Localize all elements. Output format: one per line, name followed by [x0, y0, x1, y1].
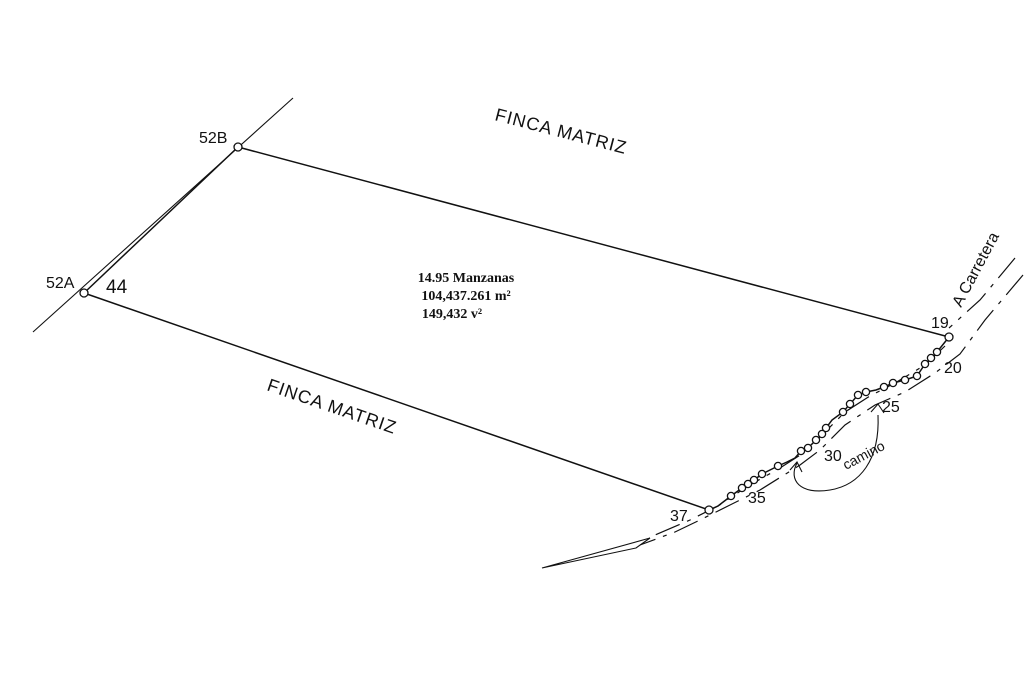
vertex-marker [845, 399, 855, 409]
vertex-marker [821, 423, 831, 433]
vertex-19-marker [944, 332, 954, 342]
vertex-52b-marker [233, 142, 243, 152]
vertex-marker [932, 347, 942, 357]
road-edge-upper [948, 257, 1016, 329]
vertex-marker [853, 390, 863, 400]
point-label-20: 20 [944, 360, 962, 377]
vertex-marker [838, 407, 848, 417]
edge-52a-37 [83, 292, 710, 511]
vertex-marker [749, 475, 759, 485]
vertex-37-marker [704, 505, 714, 515]
point-label-19: 19 [931, 315, 949, 332]
road-edge-lower [639, 274, 1024, 546]
vertex-marker [900, 375, 910, 385]
area-square-varas: 149,432 v² [422, 307, 482, 322]
vertex-marker [879, 382, 889, 392]
vertex-marker [811, 435, 821, 445]
edge-52a-52b [83, 146, 239, 294]
point-label-25: 25 [882, 399, 900, 416]
camino-arrowhead-top [870, 403, 885, 414]
camino-label: camino [840, 437, 888, 472]
vertex-marker [726, 491, 736, 501]
point-label-30: 30 [824, 448, 842, 465]
vertex-marker [912, 371, 922, 381]
vertex-marker [803, 443, 813, 453]
vertex-marker [926, 353, 936, 363]
neighbor-north-label: FINCA MATRIZ [493, 105, 629, 159]
neighbor-south-label: FINCA MATRIZ [265, 375, 400, 438]
point-label-44: 44 [106, 277, 128, 298]
road-to-highway-label: A Carretera [950, 230, 1003, 310]
vertex-marker [817, 429, 827, 439]
vertex-marker [861, 387, 871, 397]
vertex-marker [757, 469, 767, 479]
camino-arrow [793, 414, 879, 492]
edge-52b-19 [237, 146, 950, 338]
point-label-37: 37 [670, 508, 688, 525]
road-end-arrow [541, 537, 651, 569]
area-square-meters: 104,437.261 m² [421, 289, 510, 304]
vertex-marker [920, 359, 930, 369]
vertex-52a-marker [79, 288, 89, 298]
point-label-35: 35 [748, 490, 766, 507]
vertex-marker [743, 479, 753, 489]
vertex-markers [726, 347, 942, 501]
point-label-52a: 52A [46, 275, 75, 292]
vertex-marker [888, 378, 898, 388]
point-label-52b: 52B [199, 130, 227, 147]
vertex-marker [773, 461, 783, 471]
area-manzanas: 14.95 Manzanas [418, 271, 515, 286]
boundary-extension-line [32, 97, 294, 333]
vertex-marker [737, 483, 747, 493]
vertex-marker [796, 446, 806, 456]
camino-arrowhead-bottom [789, 461, 803, 473]
